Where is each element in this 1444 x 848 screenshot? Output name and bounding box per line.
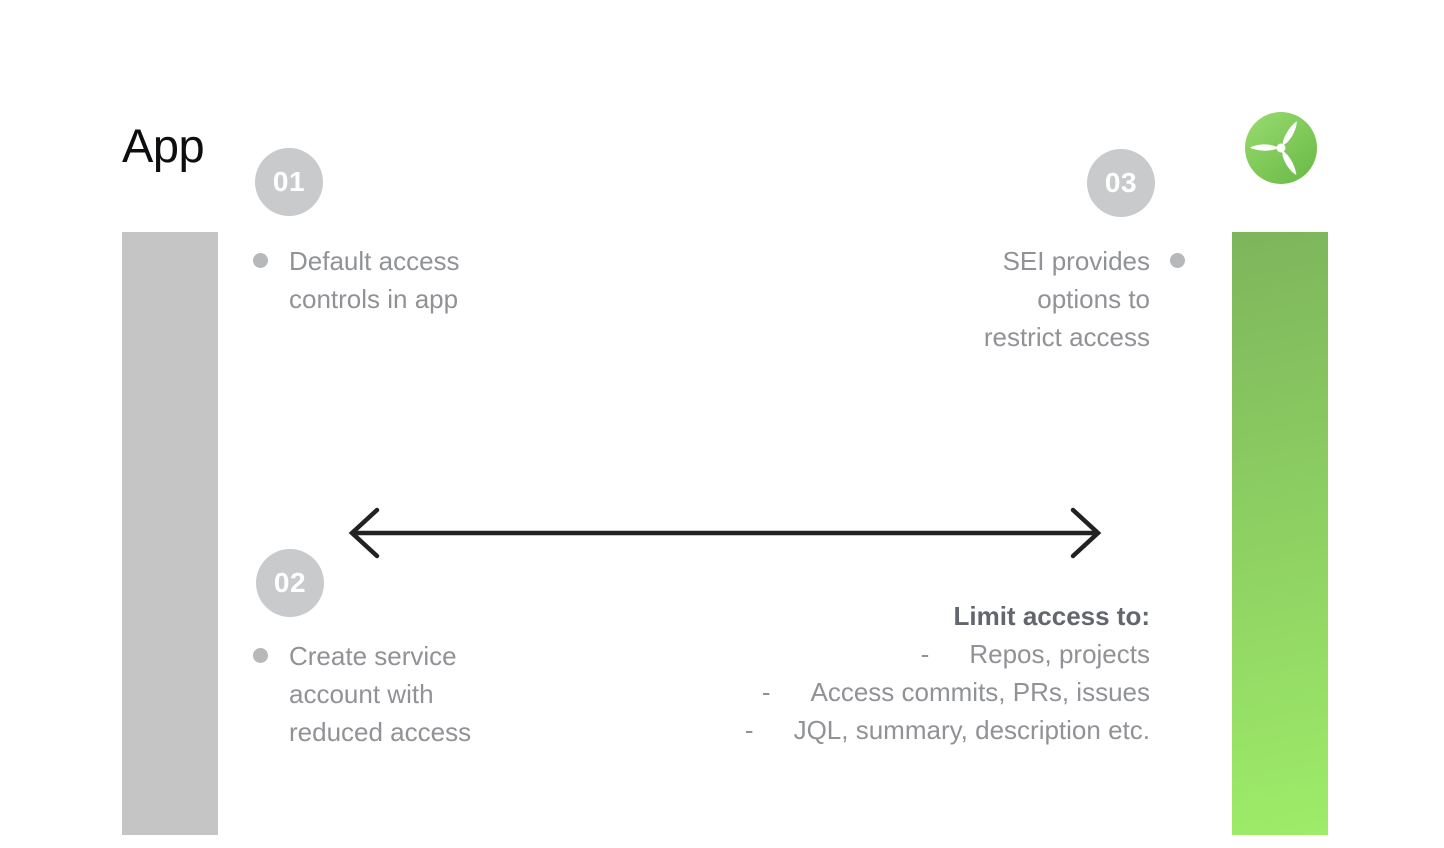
step-2-text: Create service account with reduced acce… [253, 637, 471, 751]
step-badge-02: 02 [256, 549, 324, 617]
app-column-bar [122, 232, 218, 835]
list-dash: - [920, 639, 930, 669]
step-1-text: Default access controls in app [253, 242, 460, 318]
bullet-dot [253, 253, 268, 268]
bullet-dot [1170, 253, 1185, 268]
step-3-text: SEI provides options to restrict access [984, 242, 1185, 356]
step-badge-03: 03 [1087, 149, 1155, 217]
step-2-line: Create service [289, 641, 457, 671]
limit-item-text: JQL, summary, description etc. [793, 715, 1150, 745]
bullet-dot [253, 648, 268, 663]
step-badge-01: 01 [255, 148, 323, 216]
step-3-line: options to [1037, 284, 1150, 314]
limit-access-heading: Limit access to: [953, 601, 1150, 631]
page-title: App [122, 119, 205, 172]
sei-column-bar [1232, 232, 1328, 835]
wind-turbine-icon [1245, 112, 1317, 184]
limit-access-item: - JQL, summary, description etc. [745, 711, 1150, 749]
bidirectional-arrow [348, 507, 1102, 559]
limit-access-item: - Repos, projects [745, 635, 1150, 673]
step-3-line: restrict access [983, 322, 1150, 352]
list-dash: - [744, 715, 754, 745]
limit-access-item: - Access commits, PRs, issues [745, 673, 1150, 711]
limit-access-block: Limit access to: - Repos, projects - Acc… [745, 597, 1150, 749]
step-2-line: reduced access [289, 717, 472, 747]
limit-item-text: Repos, projects [969, 639, 1150, 669]
step-1-line: Default access [289, 246, 460, 276]
step-1-line: controls in app [289, 284, 459, 314]
list-dash: - [761, 677, 771, 707]
step-2-line: account with [289, 679, 434, 709]
limit-item-text: Access commits, PRs, issues [810, 677, 1150, 707]
step-3-line: SEI provides [1002, 246, 1150, 276]
